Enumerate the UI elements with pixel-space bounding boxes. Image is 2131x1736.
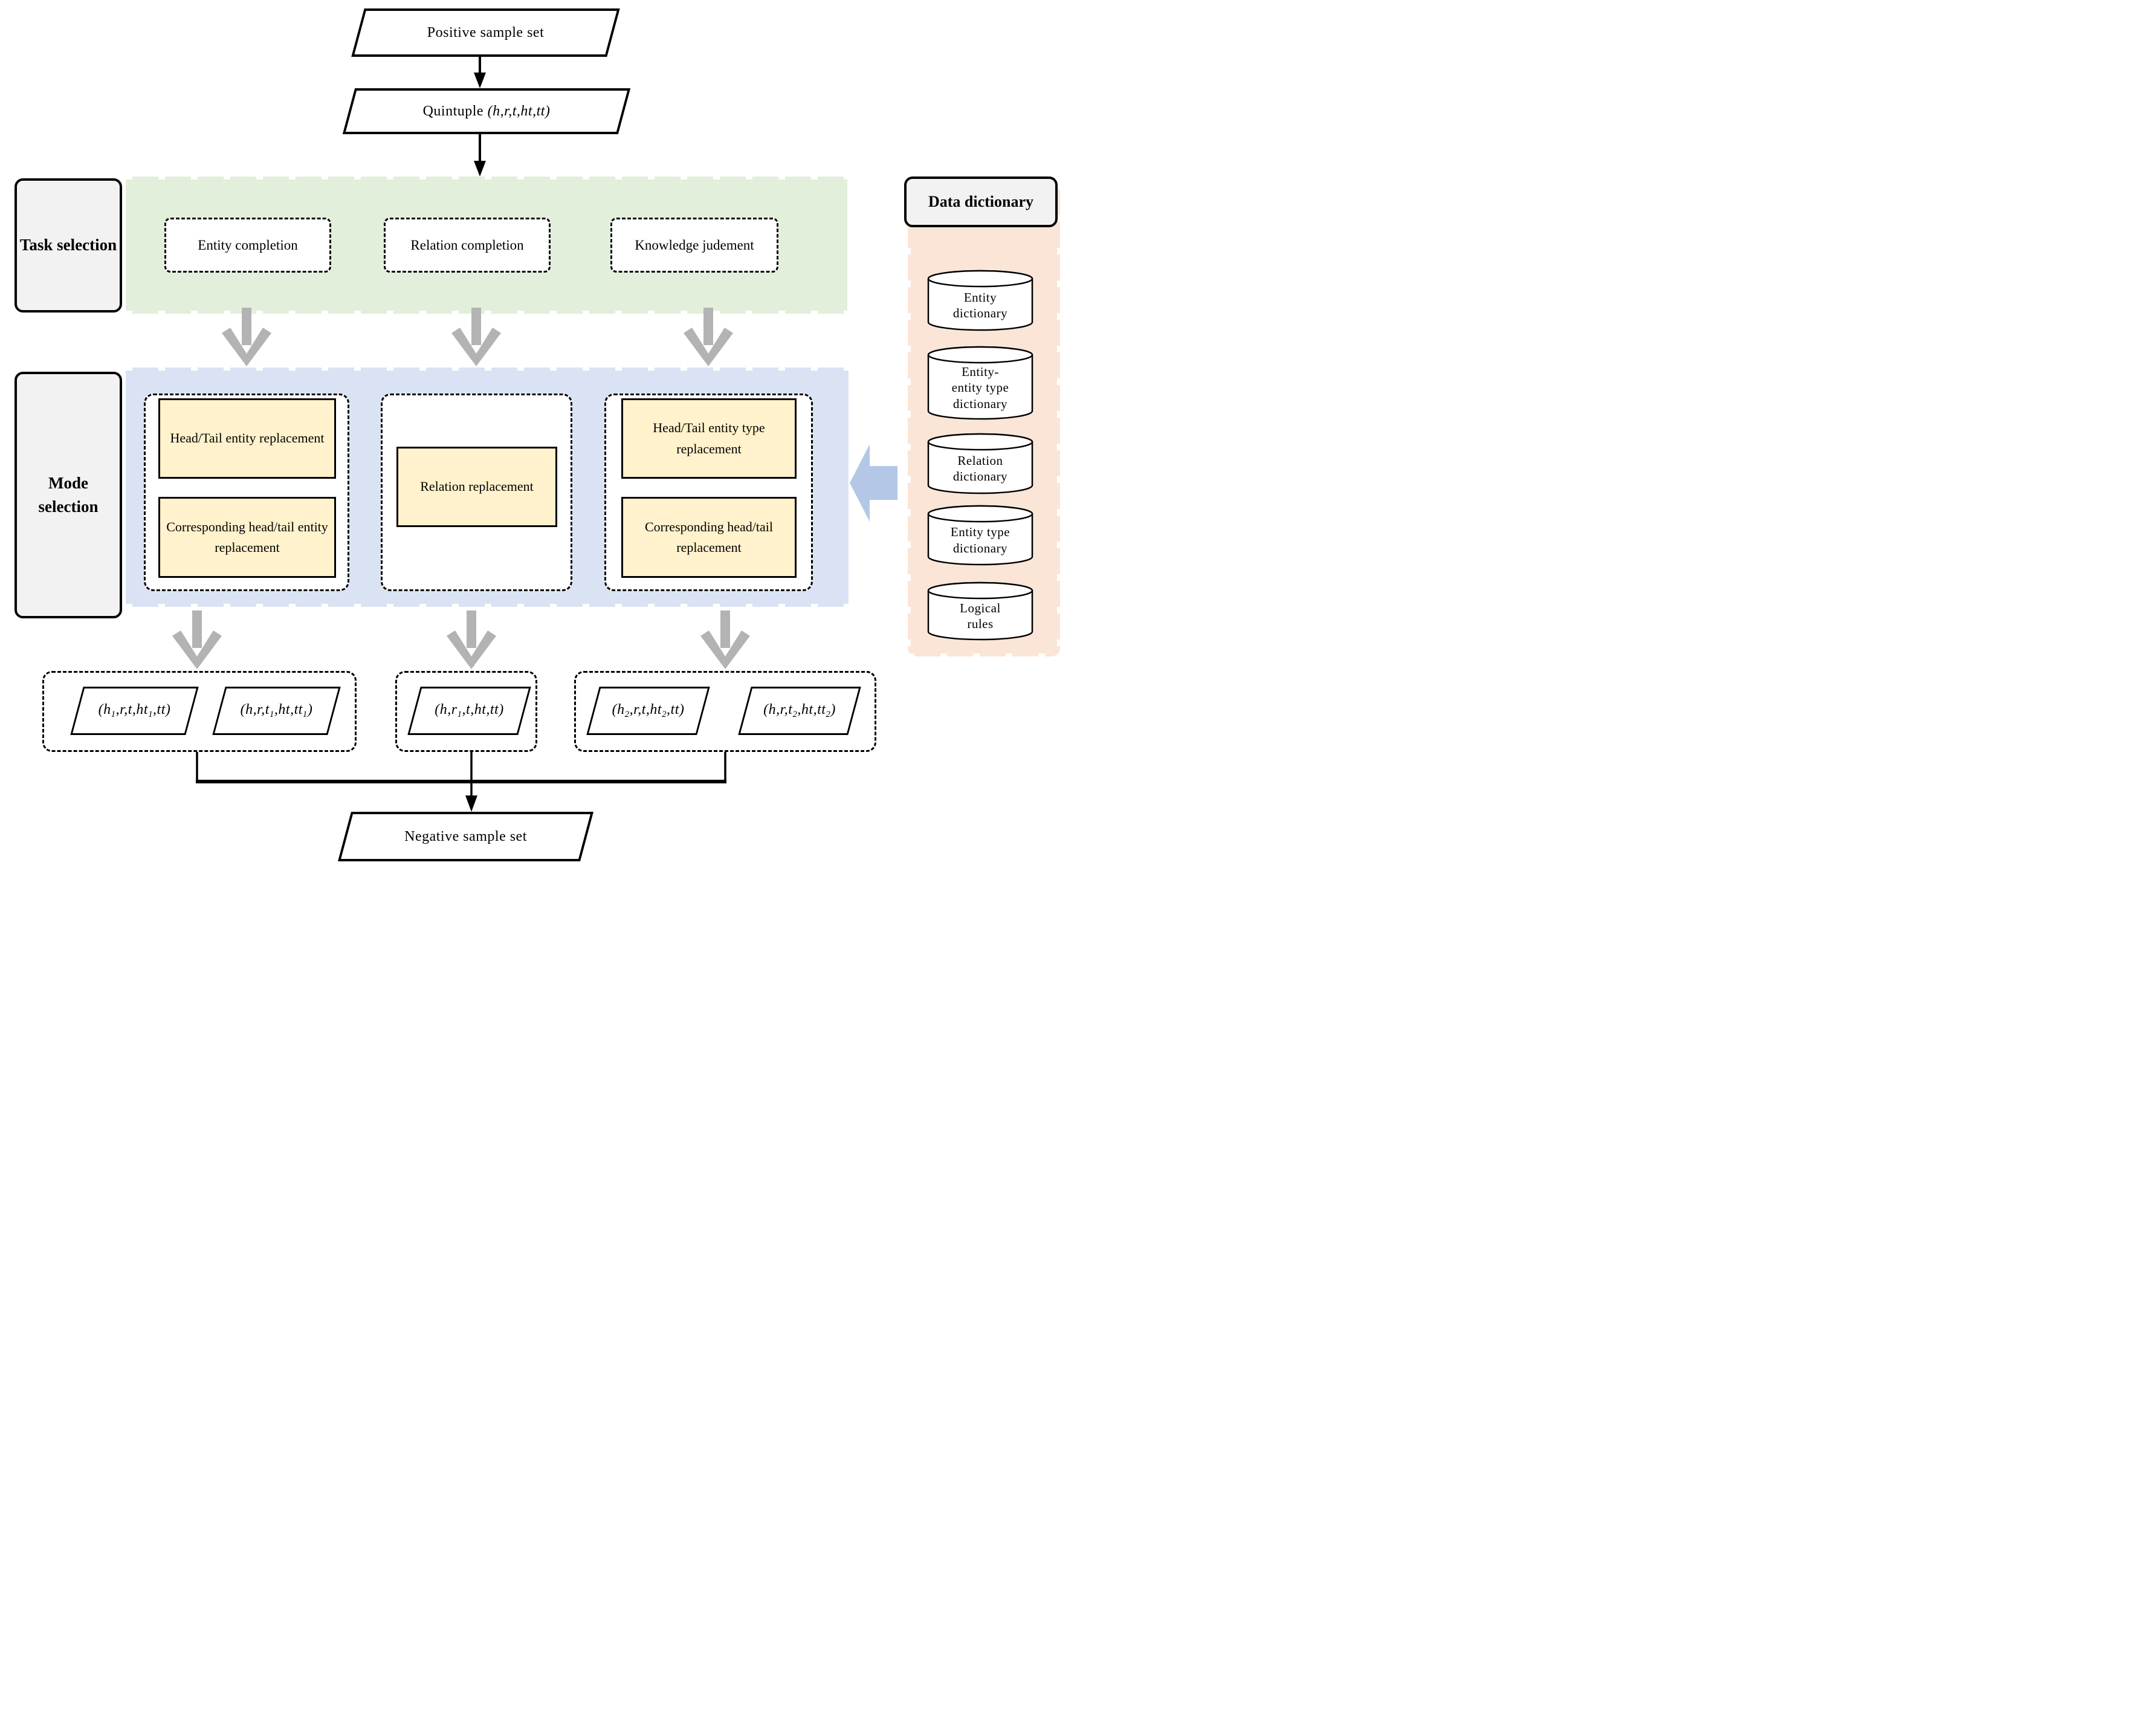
- tuple-label: (h2,r,t,ht2,tt): [612, 701, 685, 720]
- arrow-positive-to-quintuple: [474, 56, 486, 88]
- output-tuple-t2: (h,r,t2,ht,tt2): [737, 687, 862, 735]
- task-selection-label-box: Task selection: [15, 178, 122, 313]
- torn-edge: [908, 183, 911, 656]
- quintuple-node: Quintuple (h,r,t,ht,tt): [341, 88, 632, 134]
- task-selection-label: Task selection: [19, 236, 117, 254]
- torn-edge: [908, 653, 1060, 656]
- task-relation-completion: Relation completion: [384, 218, 551, 273]
- tuple-label: (h,r1,t,ht,tt): [435, 701, 504, 720]
- cylinder-icon: [927, 433, 1033, 494]
- data-dictionary-header: Data dictionary: [904, 177, 1058, 227]
- mode-label: Corresponding head/tail replacement: [644, 519, 773, 555]
- tuple-label: (h1,r,t,ht1,tt): [98, 701, 171, 720]
- cylinder-icon: [927, 270, 1033, 331]
- merge-connectors: [196, 752, 726, 812]
- output-tuple-t1: (h,r,t1,ht,tt1): [212, 687, 341, 735]
- mode-selection-label-box: Mode selection: [15, 372, 122, 618]
- output-tuple-h1: (h1,r,t,ht1,tt): [70, 687, 199, 735]
- torn-edge: [126, 177, 847, 180]
- task-knowledge-judement: Knowledge judement: [610, 218, 778, 273]
- block-arrow-down-icon: [222, 308, 733, 366]
- cylinder-icon: [927, 505, 1033, 566]
- torn-edge: [1057, 183, 1060, 656]
- positive-sample-set-label: Positive sample set: [427, 24, 545, 40]
- block-arrow-left-icon: [850, 444, 897, 522]
- positive-sample-set-node: Positive sample set: [351, 8, 621, 57]
- torn-edge: [126, 604, 849, 607]
- torn-edge: [126, 311, 847, 314]
- negative-sample-set-label: Negative sample set: [404, 828, 527, 844]
- negative-sample-set-node: Negative sample set: [337, 812, 594, 861]
- output-tuple-h2: (h2,r,t,ht2,tt): [586, 687, 711, 735]
- mode-head-tail-entity-replacement: Head/Tail entity replacement: [158, 398, 336, 479]
- task-label: Knowledge judement: [635, 237, 754, 253]
- block-arrow-down-icon: [172, 611, 750, 669]
- flowchart-canvas: Positive sample set Quintuple (h,r,t,ht,…: [0, 0, 1066, 868]
- arrow-quintuple-to-task-band: [474, 134, 486, 177]
- task-label: Relation completion: [410, 237, 524, 253]
- mode-relation-replacement: Relation replacement: [396, 447, 557, 527]
- quintuple-label: Quintuple (h,r,t,ht,tt): [422, 103, 551, 119]
- mode-label: Relation replacement: [420, 479, 534, 494]
- mode-corresponding-head-tail-replacement: Corresponding head/tail replacement: [621, 497, 797, 578]
- tuple-label: (h,r,t2,ht,tt2): [763, 701, 836, 720]
- task-label: Entity completion: [198, 237, 298, 253]
- mode-head-tail-entity-type-replacement: Head/Tail entity type replacement: [621, 398, 797, 479]
- output-tuple-r1: (h,r1,t,ht,tt): [407, 687, 532, 735]
- mode-corresponding-head-tail-entity-replacement: Corresponding head/tail entity replaceme…: [158, 497, 336, 578]
- torn-edge: [126, 368, 849, 371]
- tuple-label: (h,r,t1,ht,tt1): [240, 701, 313, 720]
- task-entity-completion: Entity completion: [164, 218, 331, 273]
- mode-selection-label: Mode selection: [38, 473, 99, 516]
- cylinder-icon: [927, 346, 1033, 420]
- data-dictionary-label: Data dictionary: [928, 193, 1034, 211]
- mode-label: Head/Tail entity type replacement: [653, 420, 765, 456]
- connector-overlay: [172, 56, 897, 812]
- cylinder-icon: [927, 581, 1033, 641]
- mode-label: Head/Tail entity replacement: [170, 430, 325, 446]
- mode-label: Corresponding head/tail entity replaceme…: [166, 519, 328, 555]
